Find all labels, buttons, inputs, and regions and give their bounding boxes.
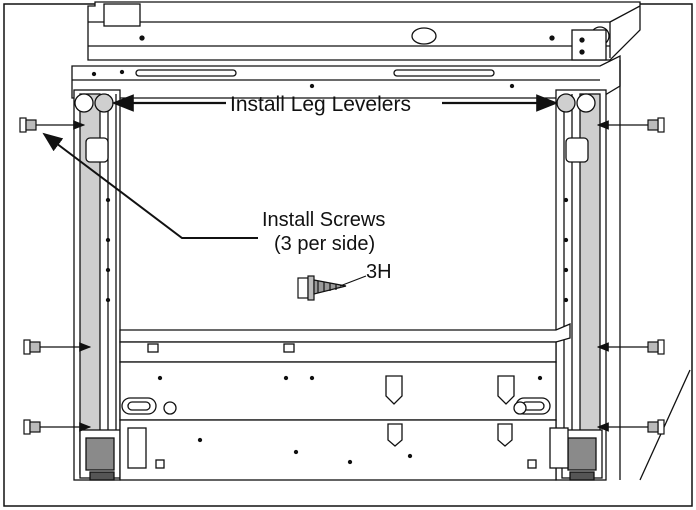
screw-3h-illustration (297, 275, 367, 301)
lower-crossbars (119, 323, 571, 481)
install-screws-label: Install Screws (262, 209, 386, 231)
screws-per-side-label: (3 per side) (274, 233, 376, 255)
leg-levelers-label: Install Leg Levelers (230, 93, 411, 116)
screw-left-top (19, 117, 86, 133)
leg-leveler-left (74, 93, 114, 113)
screw-left-middle (23, 339, 92, 355)
right-leg-post (555, 89, 607, 481)
top-chassis (87, 1, 641, 61)
screw-right-bottom (596, 419, 665, 435)
part-code-label: 3H (366, 261, 392, 283)
screws-leader-line (42, 132, 258, 239)
left-leg-post (73, 89, 121, 481)
screw-left-bottom (23, 419, 92, 435)
front-top-rail (71, 54, 621, 99)
screw-right-middle (596, 339, 665, 355)
cabinet-edge (619, 60, 691, 481)
screw-right-top (596, 117, 665, 133)
leg-leveler-right (556, 93, 596, 113)
